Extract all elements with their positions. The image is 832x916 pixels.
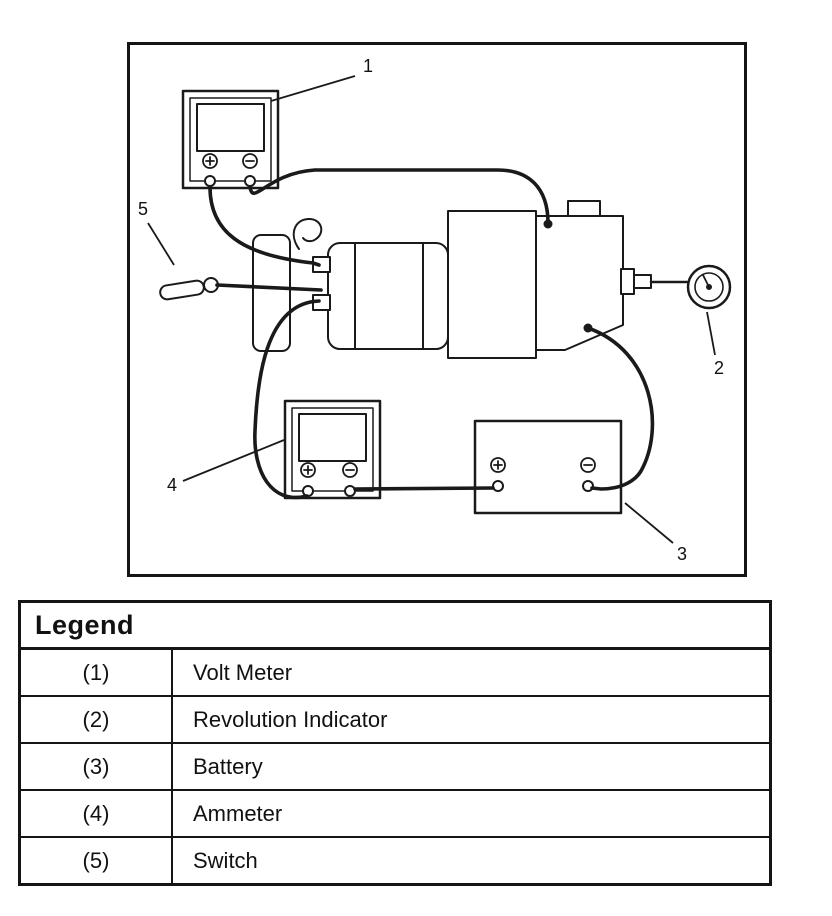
legend-row-label: Volt Meter: [193, 659, 293, 685]
legend-table: Legend (1) Volt Meter (2) Revolution Ind…: [18, 600, 772, 886]
legend-row-3: (3) Battery: [21, 744, 769, 791]
minus-terminal-icon: [580, 457, 596, 473]
wire-switch-solenoid: [215, 283, 323, 292]
plus-terminal-icon: [202, 153, 218, 169]
wires: [208, 168, 655, 500]
volt-meter-post: [204, 175, 216, 187]
volt-meter-icon: [181, 89, 280, 190]
wiring-diagram-frame: 1 2 3 4 5: [127, 42, 747, 577]
plus-terminal-icon: [300, 462, 316, 478]
starter-motor-icon: [252, 200, 689, 359]
legend-row-number: (4): [21, 791, 173, 836]
ammeter-post: [302, 485, 314, 497]
wire-voltmeter-solenoid: [208, 185, 321, 267]
legend-row-label: Battery: [193, 753, 263, 779]
legend-row-number: (2): [21, 697, 173, 742]
plus-terminal-icon: [490, 457, 506, 473]
battery-post: [492, 480, 504, 492]
legend-row-5: (5) Switch: [21, 838, 769, 883]
revolution-indicator-icon: [686, 264, 732, 310]
wire-voltmeter-motor: [248, 168, 550, 225]
legend-row-number: (3): [21, 744, 173, 789]
legend-title: Legend: [21, 603, 769, 650]
callout-4: 4: [167, 475, 177, 495]
legend-row-2: (2) Revolution Indicator: [21, 697, 769, 744]
ammeter-post: [344, 485, 356, 497]
legend-row-number: (5): [21, 838, 173, 883]
callout-1: 1: [363, 56, 373, 76]
legend-row-label: Revolution Indicator: [193, 706, 388, 732]
starter-test-wiring-diagram: 1 2 3 4 5: [138, 56, 732, 564]
ammeter-icon: [283, 399, 382, 500]
callout-3: 3: [677, 544, 687, 564]
legend-row-1: (1) Volt Meter: [21, 650, 769, 697]
wire-motor-battery: [586, 326, 655, 491]
callout-2: 2: [714, 358, 724, 378]
wire-ammeter-solenoid: [253, 299, 321, 500]
legend-row-number: (1): [21, 650, 173, 695]
minus-terminal-icon: [342, 462, 358, 478]
switch-icon: [159, 277, 219, 301]
volt-meter-post: [244, 175, 256, 187]
legend-row-label: Ammeter: [193, 800, 283, 826]
legend-row-label: Switch: [193, 847, 258, 873]
battery-icon: [473, 419, 623, 515]
minus-terminal-icon: [242, 153, 258, 169]
callout-5: 5: [138, 199, 148, 219]
callout-leaders: [147, 75, 716, 544]
junction-dots: [543, 219, 593, 333]
legend-row-4: (4) Ammeter: [21, 791, 769, 838]
wire-battery-ammeter: [353, 486, 495, 491]
